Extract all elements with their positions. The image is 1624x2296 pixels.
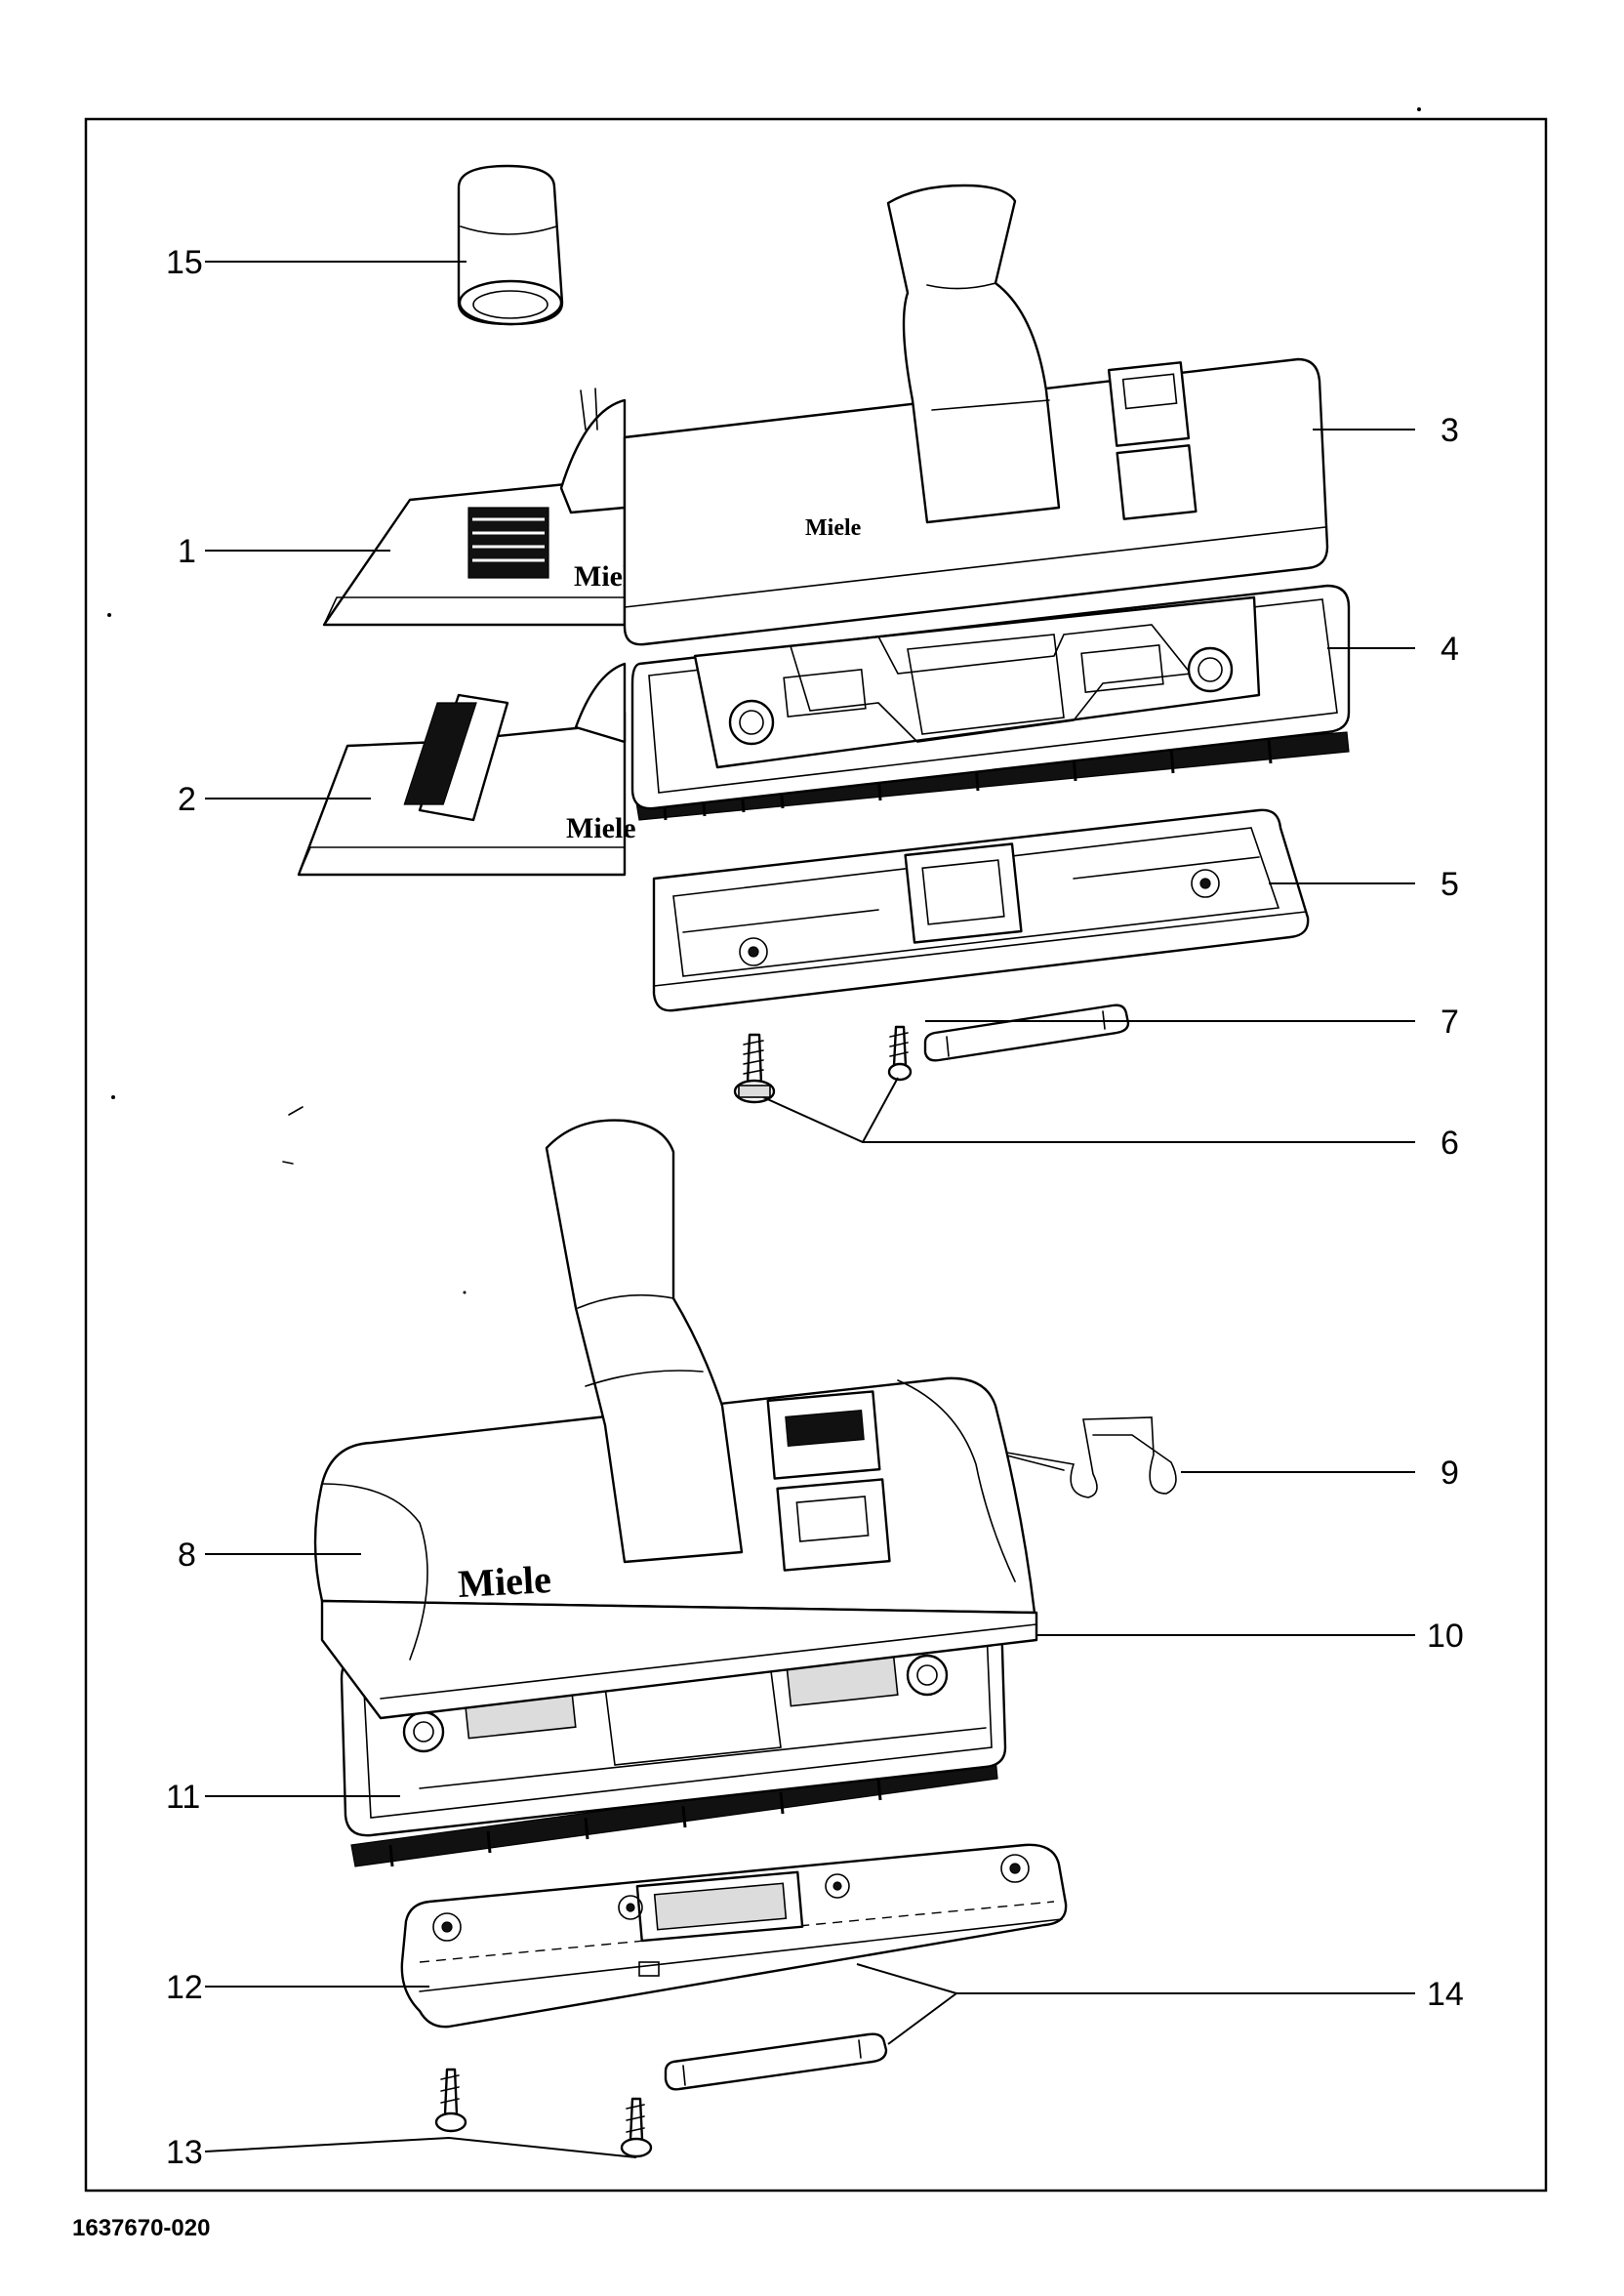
callout-15: 15 <box>166 244 203 281</box>
scan-specks <box>107 107 1421 1294</box>
part-5-sole-plate <box>652 808 1310 1012</box>
brand-logo: Miele <box>457 1557 552 1606</box>
callout-1: 1 <box>178 533 196 570</box>
screw-icon <box>733 1033 776 1104</box>
callout-5: 5 <box>1441 866 1459 903</box>
callout-3: 3 <box>1441 412 1459 449</box>
screw-icon <box>620 2097 653 2158</box>
callout-8: 8 <box>178 1537 196 1574</box>
part-1-floor-nozzle: Miele <box>322 388 644 627</box>
callout-11: 11 <box>166 1779 200 1816</box>
callout-9: 9 <box>1441 1455 1459 1492</box>
part-3-nozzle-cover: Miele <box>623 184 1329 646</box>
part-13-screws <box>434 2068 653 2158</box>
callout-13: 13 <box>166 2134 203 2171</box>
document-number: 1637670-020 <box>72 2215 210 2241</box>
drawing-frame <box>84 117 1548 2193</box>
callout-7: 7 <box>1441 1004 1459 1041</box>
leader-lines <box>204 261 1415 2158</box>
part-8-main-nozzle: Miele <box>313 1119 1038 1720</box>
callout-12: 12 <box>166 1969 203 2006</box>
part-12-lower-sole-plate <box>400 1843 1068 2029</box>
part-7-pin <box>923 1004 1130 1062</box>
brand-logo: Miele <box>566 812 636 844</box>
part-9-spring-clip <box>995 1416 1177 1498</box>
part-14-pin <box>664 2032 888 2091</box>
callout-10: 10 <box>1427 1618 1464 1655</box>
screw-icon <box>434 2068 467 2133</box>
brand-logo: Miele <box>805 515 862 541</box>
switch-lower-icon <box>1116 444 1198 520</box>
part-6-screws <box>733 1025 913 1104</box>
callout-4: 4 <box>1441 631 1459 668</box>
part-2-floor-nozzle-flap: Miele <box>297 662 636 877</box>
callout-2: 2 <box>178 781 196 818</box>
part-4-brush-frame <box>630 584 1351 821</box>
bristle-flap-icon <box>403 702 477 805</box>
part-15-tube-adapter <box>457 164 564 326</box>
callout-numbers: 15 1 2 3 4 5 7 6 9 8 10 11 12 14 13 <box>166 244 1464 2171</box>
callout-6: 6 <box>1441 1125 1459 1162</box>
switch-upper-icon <box>1107 361 1191 447</box>
callout-14: 14 <box>1427 1976 1464 2013</box>
switch-lower-icon <box>776 1478 891 1572</box>
screw-icon <box>887 1025 913 1082</box>
